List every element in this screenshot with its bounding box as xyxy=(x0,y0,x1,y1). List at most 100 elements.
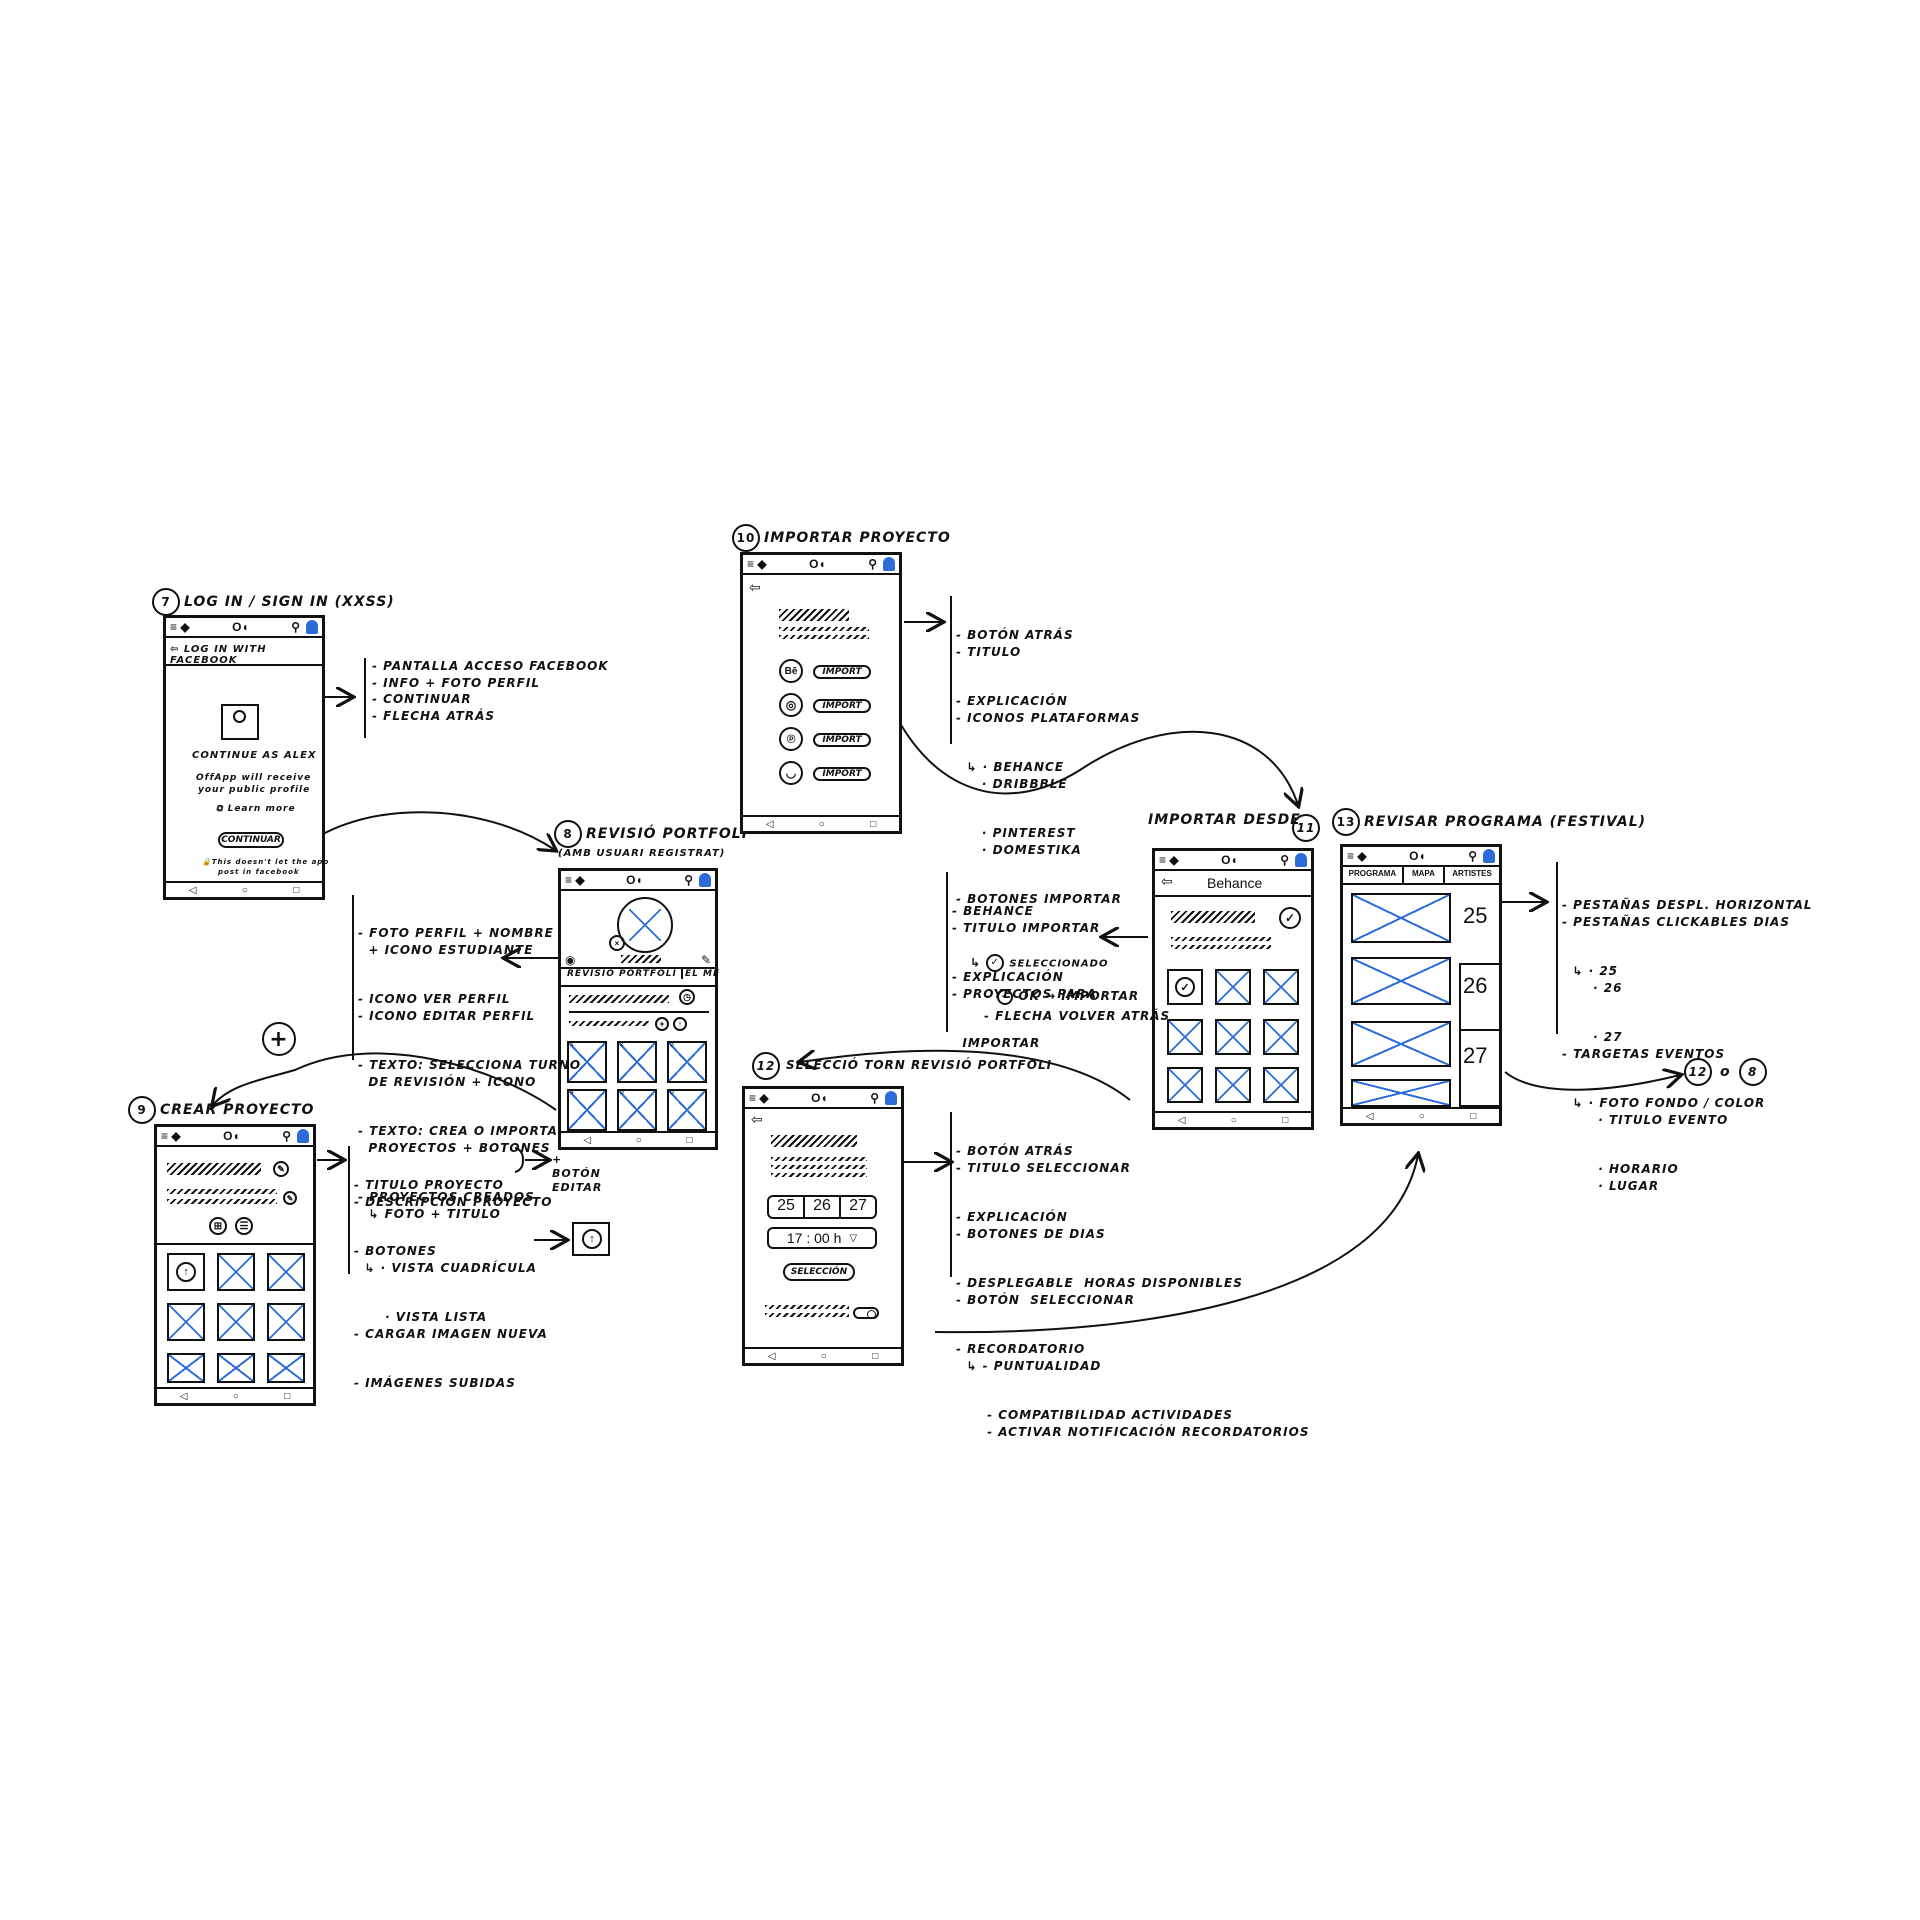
nav-recents-icon[interactable]: □ xyxy=(872,1350,879,1362)
upload-tile[interactable]: ↑ xyxy=(167,1253,205,1291)
image-tile[interactable] xyxy=(267,1253,305,1291)
list-view-icon[interactable]: ☰ xyxy=(235,1217,253,1235)
project-tile[interactable] xyxy=(1167,1019,1203,1055)
nav-recents-icon[interactable]: □ xyxy=(686,1134,693,1146)
clock-icon[interactable]: ◷ xyxy=(679,989,695,1005)
import-project-icon[interactable]: ↑ xyxy=(673,1017,687,1031)
search-icon[interactable]: ⚲ xyxy=(1280,853,1289,867)
view-profile-icon[interactable]: ◉ xyxy=(565,953,576,967)
tab-el-me[interactable]: EL ME xyxy=(685,969,721,979)
user-icon[interactable] xyxy=(699,873,711,887)
project-tile-6[interactable] xyxy=(667,1089,707,1131)
menu-icon[interactable]: ≡ ◆ xyxy=(170,620,190,634)
day-tab-25[interactable]: 25 xyxy=(1463,903,1488,928)
search-icon[interactable]: ⚲ xyxy=(1468,849,1477,863)
nav-home-icon[interactable]: ○ xyxy=(232,1390,239,1402)
project-tile-selected[interactable]: ✓ xyxy=(1167,969,1203,1005)
project-tile[interactable] xyxy=(1167,1067,1203,1103)
search-icon[interactable]: ⚲ xyxy=(291,620,300,634)
day-button-27[interactable]: 27 xyxy=(849,1197,867,1214)
edit-title-icon[interactable]: ✎ xyxy=(273,1161,289,1177)
user-icon[interactable] xyxy=(1483,849,1495,863)
nav-home-icon[interactable]: ○ xyxy=(1230,1114,1237,1126)
project-tile[interactable] xyxy=(1263,1067,1299,1103)
back-arrow-icon[interactable]: ⇦ xyxy=(749,579,761,595)
reminder-toggle[interactable] xyxy=(853,1307,879,1319)
tab-programa[interactable]: PROGRAMA xyxy=(1343,867,1404,883)
day-tab-26[interactable]: 26 xyxy=(1463,973,1488,998)
project-tile-1[interactable] xyxy=(567,1041,607,1083)
nav-back-icon[interactable]: ◁ xyxy=(1177,1114,1186,1126)
search-icon[interactable]: ⚲ xyxy=(684,873,693,887)
nav-recents-icon[interactable]: □ xyxy=(284,1390,291,1402)
nav-home-icon[interactable]: ○ xyxy=(635,1134,642,1146)
event-card[interactable] xyxy=(1351,1021,1451,1067)
image-tile[interactable] xyxy=(267,1303,305,1341)
import-button-dribbble[interactable]: IMPORT xyxy=(813,699,871,713)
nav-home-icon[interactable]: ○ xyxy=(818,818,825,830)
nav-back-icon[interactable]: ◁ xyxy=(767,1350,776,1362)
nav-recents-icon[interactable]: □ xyxy=(1282,1114,1289,1126)
nav-back-icon[interactable]: ◁ xyxy=(188,884,197,896)
edit-description-icon[interactable]: ✎ xyxy=(283,1191,297,1205)
back-arrow-icon[interactable]: ⇦ xyxy=(751,1111,763,1127)
image-tile[interactable] xyxy=(217,1353,255,1383)
project-tile-3[interactable] xyxy=(667,1041,707,1083)
project-tile[interactable] xyxy=(1215,1067,1251,1103)
nav-recents-icon[interactable]: □ xyxy=(293,884,300,896)
user-icon[interactable] xyxy=(297,1129,309,1143)
tab-artistes[interactable]: ARTISTES xyxy=(1452,869,1492,878)
event-card[interactable] xyxy=(1351,1079,1451,1107)
select-all-check-icon[interactable]: ✓ xyxy=(1279,907,1301,929)
import-button-behance[interactable]: IMPORT xyxy=(813,665,871,679)
nav-back-icon[interactable]: ◁ xyxy=(765,818,774,830)
image-tile[interactable] xyxy=(167,1303,205,1341)
event-card[interactable] xyxy=(1351,893,1451,943)
back-arrow-icon[interactable]: ⇦ xyxy=(1161,873,1173,889)
event-card[interactable] xyxy=(1351,957,1451,1005)
edit-profile-icon[interactable]: ✎ xyxy=(701,953,712,967)
menu-icon[interactable]: ≡ ◆ xyxy=(1347,849,1367,863)
search-icon[interactable]: ⚲ xyxy=(870,1091,879,1105)
project-tile[interactable] xyxy=(1263,1019,1299,1055)
nav-recents-icon[interactable]: □ xyxy=(870,818,877,830)
import-button-domestika[interactable]: IMPORT xyxy=(813,767,871,781)
project-tile-5[interactable] xyxy=(617,1089,657,1131)
search-icon[interactable]: ⚲ xyxy=(868,557,877,571)
tab-revisio-portfoli[interactable]: REVISIÓ PORTFOLI xyxy=(567,969,683,979)
menu-icon[interactable]: ≡ ◆ xyxy=(161,1129,181,1143)
project-tile[interactable] xyxy=(1215,1019,1251,1055)
user-icon[interactable] xyxy=(883,557,895,571)
nav-back-icon[interactable]: ◁ xyxy=(583,1134,592,1146)
hour-dropdown[interactable]: 17 : 00 h ▽ xyxy=(767,1227,877,1249)
image-tile[interactable] xyxy=(267,1353,305,1383)
menu-icon[interactable]: ≡ ◆ xyxy=(565,873,585,887)
user-icon[interactable] xyxy=(1295,853,1307,867)
s7-learn-more[interactable]: ⧉ Learn more xyxy=(216,804,296,814)
project-tile[interactable] xyxy=(1215,969,1251,1005)
nav-recents-icon[interactable]: □ xyxy=(1470,1110,1477,1122)
day-button-26[interactable]: 26 xyxy=(805,1197,841,1217)
user-icon[interactable] xyxy=(306,620,318,634)
project-tile-2[interactable] xyxy=(617,1041,657,1083)
back-arrow-icon[interactable]: ⇦ xyxy=(170,644,180,655)
menu-icon[interactable]: ≡ ◆ xyxy=(1159,853,1179,867)
grid-view-icon[interactable]: ⊞ xyxy=(209,1217,227,1235)
menu-icon[interactable]: ≡ ◆ xyxy=(749,1091,769,1105)
day-button-25[interactable]: 25 xyxy=(769,1197,805,1217)
menu-icon[interactable]: ≡ ◆ xyxy=(747,557,767,571)
nav-home-icon[interactable]: ○ xyxy=(820,1350,827,1362)
search-icon[interactable]: ⚲ xyxy=(282,1129,291,1143)
nav-back-icon[interactable]: ◁ xyxy=(179,1390,188,1402)
image-tile[interactable] xyxy=(217,1253,255,1291)
seleccion-button[interactable]: SELECCIÓN xyxy=(783,1263,855,1281)
s7-continuar-button[interactable]: CONTINUAR xyxy=(218,832,284,848)
image-tile[interactable] xyxy=(217,1303,255,1341)
nav-back-icon[interactable]: ◁ xyxy=(1365,1110,1374,1122)
project-tile[interactable] xyxy=(1263,969,1299,1005)
add-project-icon[interactable]: + xyxy=(655,1017,669,1031)
tab-mapa[interactable]: MAPA xyxy=(1404,867,1446,883)
user-icon[interactable] xyxy=(885,1091,897,1105)
nav-home-icon[interactable]: ○ xyxy=(241,884,248,896)
nav-home-icon[interactable]: ○ xyxy=(1418,1110,1425,1122)
